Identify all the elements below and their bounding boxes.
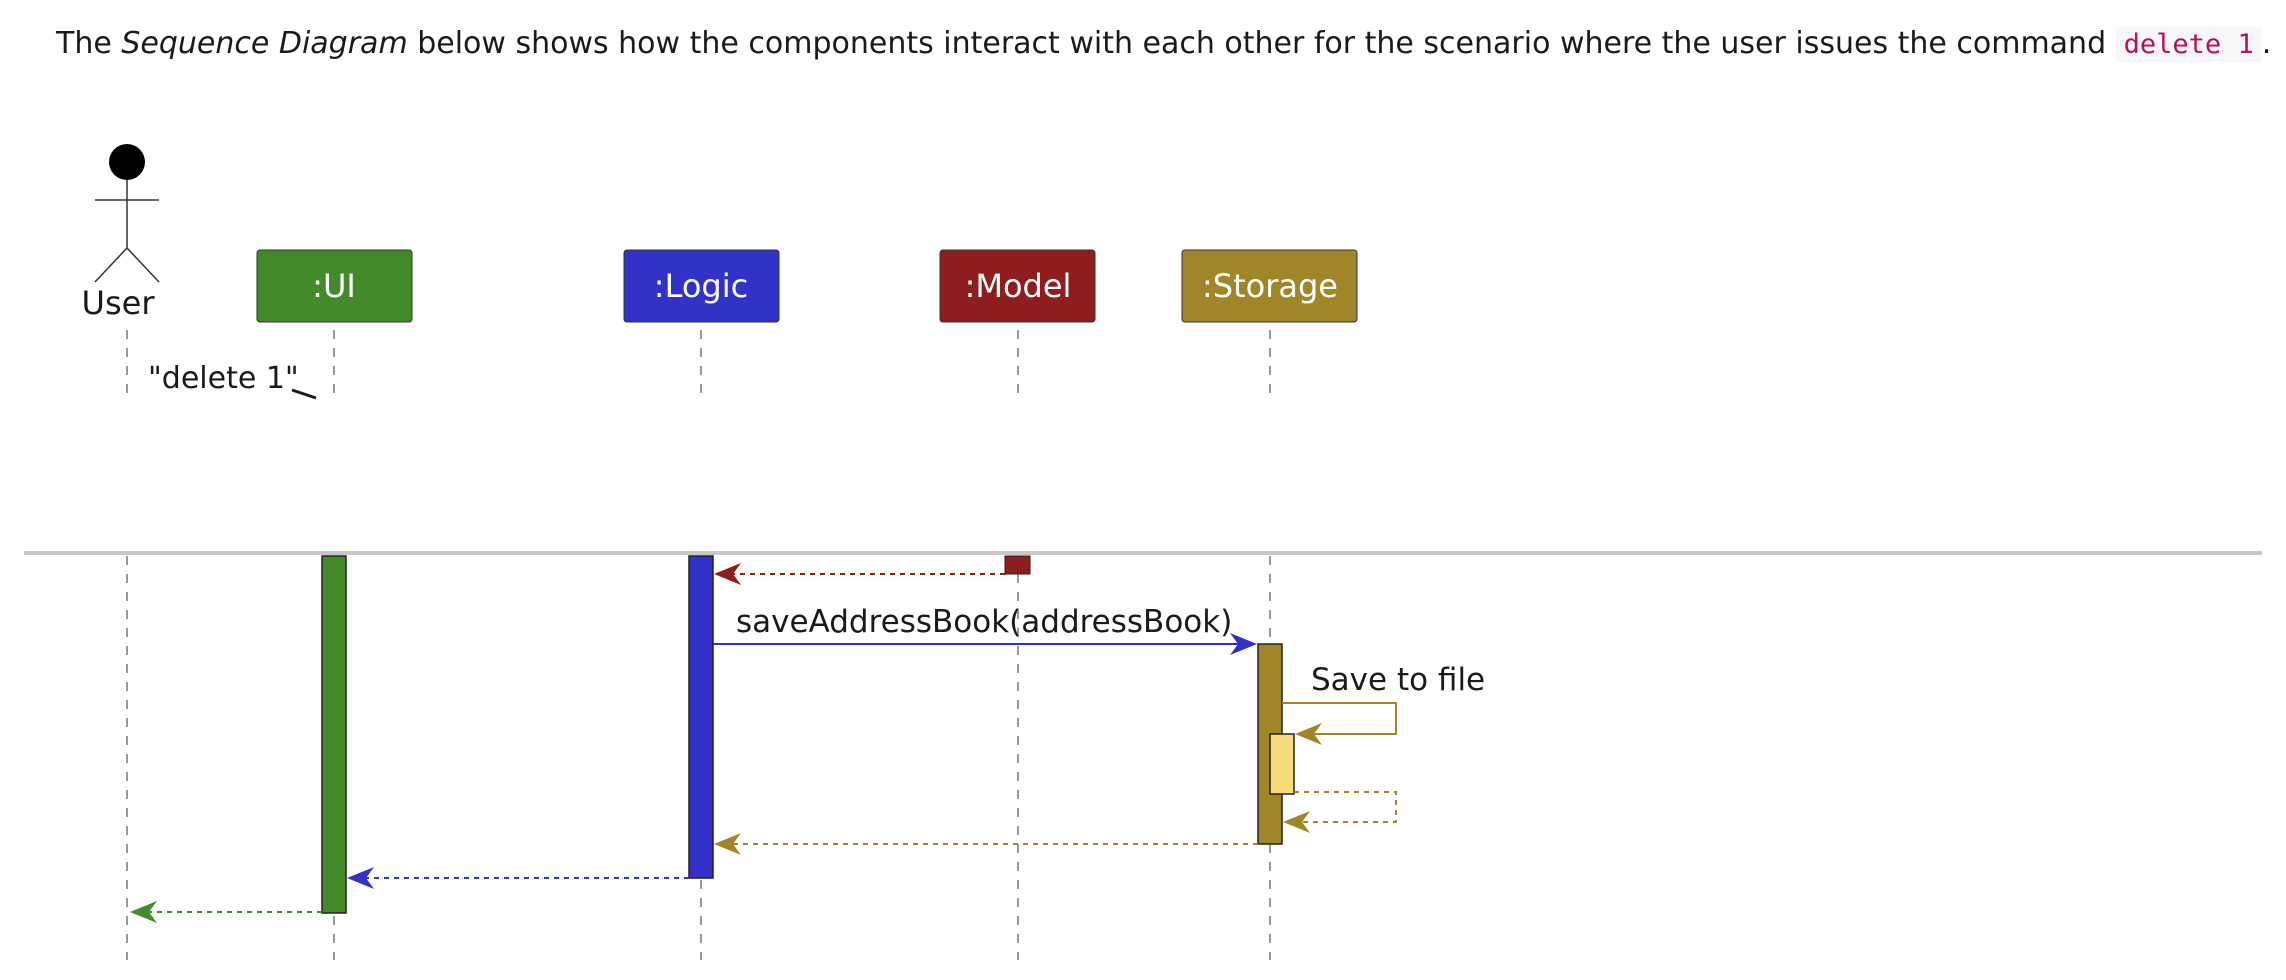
message-save-address-book: saveAddressBook(addressBook) (713, 604, 1257, 655)
intro-text-start: The (56, 26, 122, 61)
message-user-command-label: "delete 1" (148, 361, 299, 396)
participant-logic: :Logic (623, 249, 780, 323)
return-logic-to-ui (347, 867, 689, 889)
intro-paragraph: The Sequence Diagram below shows how the… (56, 22, 2271, 67)
return-ui-to-user (130, 901, 322, 923)
message-user-command: "delete 1" (148, 361, 317, 400)
ui-activation-bar (321, 555, 347, 914)
return-storage-to-logic (714, 833, 1258, 855)
user-actor: User (82, 144, 160, 322)
return-save-to-file (1283, 791, 1397, 833)
message-save-to-file-label: Save to file (1311, 662, 1485, 698)
logic-activation-bar (688, 555, 714, 879)
message-save-to-file: Save to file (1282, 662, 1485, 745)
participant-storage-label: :Storage (1202, 267, 1338, 305)
command-code: delete 1 (2115, 27, 2262, 62)
participant-logic-label: :Logic (654, 267, 748, 305)
intro-emphasis: Sequence Diagram (121, 26, 408, 61)
participant-ui-label: :UI (312, 267, 356, 305)
participant-storage: :Storage (1181, 249, 1358, 323)
model-activation-bar (1004, 555, 1031, 575)
intro-text-middle: below shows how the components interact … (407, 26, 2116, 61)
message-save-address-book-label: saveAddressBook(addressBook) (736, 604, 1232, 640)
lifelines-top (126, 330, 1271, 398)
return-model-to-logic (714, 563, 1005, 585)
storage-nested-activation (1269, 733, 1295, 795)
participant-ui: :UI (256, 249, 413, 323)
intro-text-end: . (2261, 26, 2272, 61)
participant-model-label: :Model (965, 267, 1072, 305)
user-actor-label: User (82, 284, 156, 322)
participant-model: :Model (939, 249, 1096, 323)
